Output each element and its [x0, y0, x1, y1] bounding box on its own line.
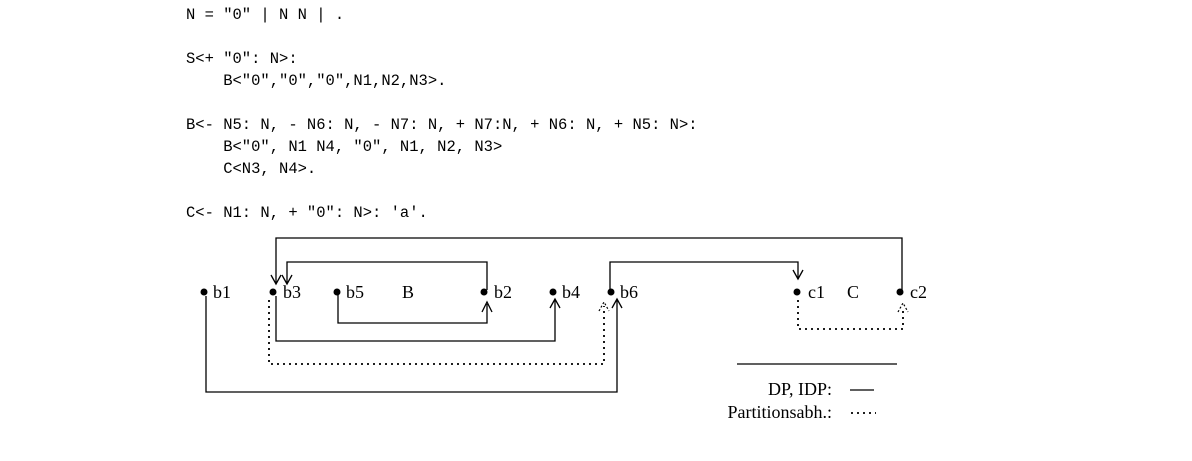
arrowhead: [611, 297, 623, 309]
node-b6-dot: [607, 288, 615, 296]
grammar-line: S<+ "0": N>:: [186, 50, 298, 68]
node-b2-dot: [480, 288, 488, 296]
grammar-line: B<"0", N1 N4, "0", N1, N2, N3>: [186, 138, 503, 156]
edge-b3-b4: [275, 296, 556, 342]
edge-b6-c1: [609, 261, 799, 290]
node-c1-label: c1: [808, 282, 825, 302]
arrowhead: [598, 300, 610, 312]
nonterminal-B-label: B: [402, 282, 414, 302]
node-b1-label: b1: [213, 282, 231, 302]
grammar-line: C<N3, N4>.: [186, 160, 317, 178]
arrowhead: [270, 274, 282, 286]
node-b4-label: b4: [562, 282, 580, 302]
legend-solid-label: DP, IDP:: [768, 379, 832, 399]
arrowhead: [281, 274, 293, 286]
node-b6-label: b6: [620, 282, 638, 302]
grammar-line: B<"0","0","0",N1,N2,N3>.: [186, 72, 447, 90]
edge-b5-b2: [337, 295, 488, 324]
edge-b1-b6: [205, 296, 618, 393]
node-c2-label: c2: [910, 282, 927, 302]
grammar-line: C<- N1: N, + "0": N>: 'a'.: [186, 204, 428, 222]
nonterminal-C-label: C: [847, 282, 859, 302]
grammar-line: N = "0" | N N | .: [186, 6, 345, 24]
arrowhead: [792, 269, 804, 281]
node-b5-label: b5: [346, 282, 364, 302]
legend-dotted-label: Partitionsabh.:: [728, 402, 833, 422]
node-b3-dot: [269, 288, 277, 296]
grammar-line: B<- N5: N, - N6: N, - N7: N, + N7:N, + N…: [186, 116, 698, 134]
edge-c2-b3: [275, 237, 903, 290]
node-c2-dot: [896, 288, 904, 296]
grammar-code: N = "0" | N N | . S<+ "0": N>: B<"0","0"…: [186, 4, 698, 224]
edge-b3-b6-partition: [268, 300, 605, 365]
edge-b2-b3: [286, 261, 488, 290]
edge-c1-c2-partition: [797, 300, 904, 330]
node-b5-dot: [333, 288, 341, 296]
arrowhead: [897, 301, 909, 313]
node-b2-label: b2: [494, 282, 512, 302]
node-b1-dot: [200, 288, 208, 296]
node-b4-dot: [549, 288, 557, 296]
arrowhead: [481, 300, 493, 313]
node-b3-label: b3: [283, 282, 301, 302]
arrowhead: [549, 297, 561, 309]
node-c1-dot: [793, 288, 801, 296]
